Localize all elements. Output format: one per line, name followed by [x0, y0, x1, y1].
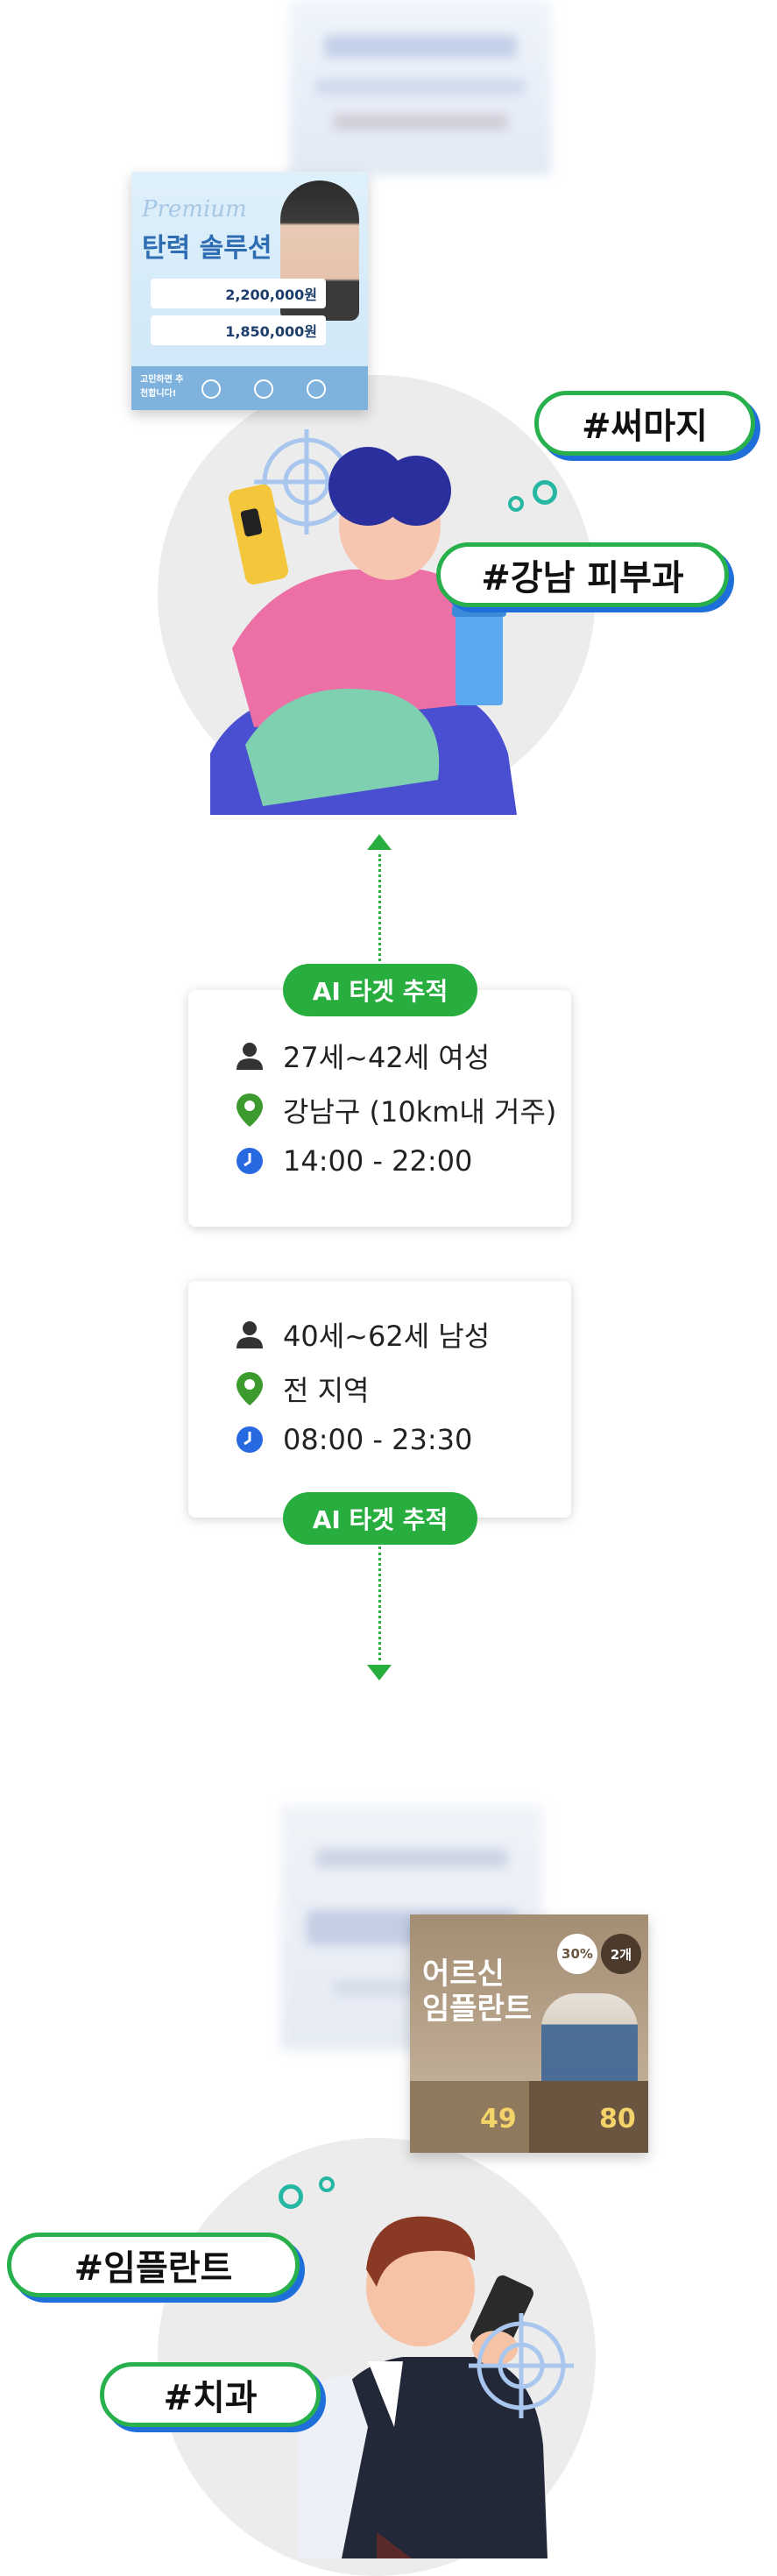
target-age-text: 40세~62세 남성: [283, 1320, 491, 1353]
man-with-phone-illustration: [298, 2216, 547, 2558]
woman-with-phone-illustration: [210, 447, 517, 815]
hashtag-dental: #치과: [100, 2362, 321, 2427]
ad-price-1: 49: [480, 2104, 517, 2134]
ad-script-text: Premium: [142, 196, 247, 223]
ad-title-line1: 어르신: [422, 1957, 505, 1992]
ad-feature-icon: [307, 379, 326, 399]
ad-feature-icon: [201, 379, 221, 399]
target-location-text: 전 지역: [283, 1374, 370, 1407]
ad-footer-bar: 고민하면 추천합니다!: [131, 366, 368, 410]
ad-title: 탄력 솔루션: [142, 233, 272, 264]
hashtag-text: #임플란트: [74, 2248, 233, 2289]
target-location-row: 강남구 (10km내 거주): [234, 1090, 556, 1130]
person-icon: [234, 1040, 265, 1072]
target-time-row: 14:00 - 22:00: [234, 1144, 472, 1178]
decorative-ring: [508, 496, 524, 512]
ad-discount-badge: 30%: [557, 1934, 597, 1974]
ai-target-tracking-badge: AI 타겟 추적: [283, 1492, 477, 1545]
ad-title-line2: 임플란트: [422, 1992, 533, 2027]
target-reticle-icon: [469, 2313, 574, 2418]
clock-icon: [234, 1145, 265, 1177]
decorative-ring: [279, 2184, 303, 2209]
ad-price-2: 1,850,000원: [151, 315, 326, 345]
person-icon: [234, 1319, 265, 1350]
decorative-ring: [319, 2176, 335, 2192]
blurred-background-page-top: [289, 0, 552, 175]
target-card-male: 40세~62세 남성 전 지역 08:00 - 23:30: [188, 1281, 571, 1518]
hashtag-implant: #임플란트: [7, 2233, 300, 2297]
ad-elderly-couple-photo: [541, 1993, 638, 2081]
target-time-text: 08:00 - 23:30: [283, 1423, 473, 1456]
hashtag-text: #치과: [163, 2378, 258, 2418]
implant-clinic-ad-banner: 어르신 임플란트 30% 2개 49 80: [410, 1914, 648, 2153]
hashtag-thermage: #써마지: [534, 391, 755, 456]
skin-clinic-ad-banner: Premium 탄력 솔루션 2,200,000원 1,850,000원 고민하…: [131, 172, 368, 410]
connector-line: [378, 854, 381, 966]
ad-count-badge: 2개: [601, 1934, 641, 1974]
hashtag-text: #써마지: [582, 407, 708, 447]
location-pin-icon: [234, 1093, 265, 1127]
ad-price-1: 2,200,000원: [151, 279, 326, 308]
target-age-row: 40세~62세 남성: [234, 1314, 490, 1355]
target-time-row: 08:00 - 23:30: [234, 1423, 472, 1456]
decorative-ring: [533, 480, 557, 505]
target-age-row: 27세~42세 여성: [234, 1036, 490, 1076]
ad-footer-text: 고민하면 추천합니다!: [140, 375, 184, 399]
ad-price-2: 80: [599, 2104, 636, 2134]
target-time-text: 14:00 - 22:00: [283, 1144, 473, 1178]
arrow-up-icon: [367, 834, 392, 850]
target-age-text: 27세~42세 여성: [283, 1041, 491, 1074]
ad-feature-icon: [254, 379, 273, 399]
target-location-row: 전 지역: [234, 1369, 370, 1409]
connector-line: [378, 1546, 381, 1660]
location-pin-icon: [234, 1372, 265, 1405]
target-card-female: 27세~42세 여성 강남구 (10km내 거주) 14:00 - 22:00: [188, 990, 571, 1227]
target-location-text: 강남구 (10km내 거주): [283, 1095, 557, 1129]
hashtag-text: #강남 피부과: [481, 558, 684, 598]
arrow-down-icon: [367, 1665, 392, 1681]
clock-icon: [234, 1424, 265, 1455]
ai-target-tracking-badge: AI 타겟 추적: [283, 964, 477, 1016]
hashtag-gangnam-dermatology: #강남 피부과: [436, 542, 729, 607]
